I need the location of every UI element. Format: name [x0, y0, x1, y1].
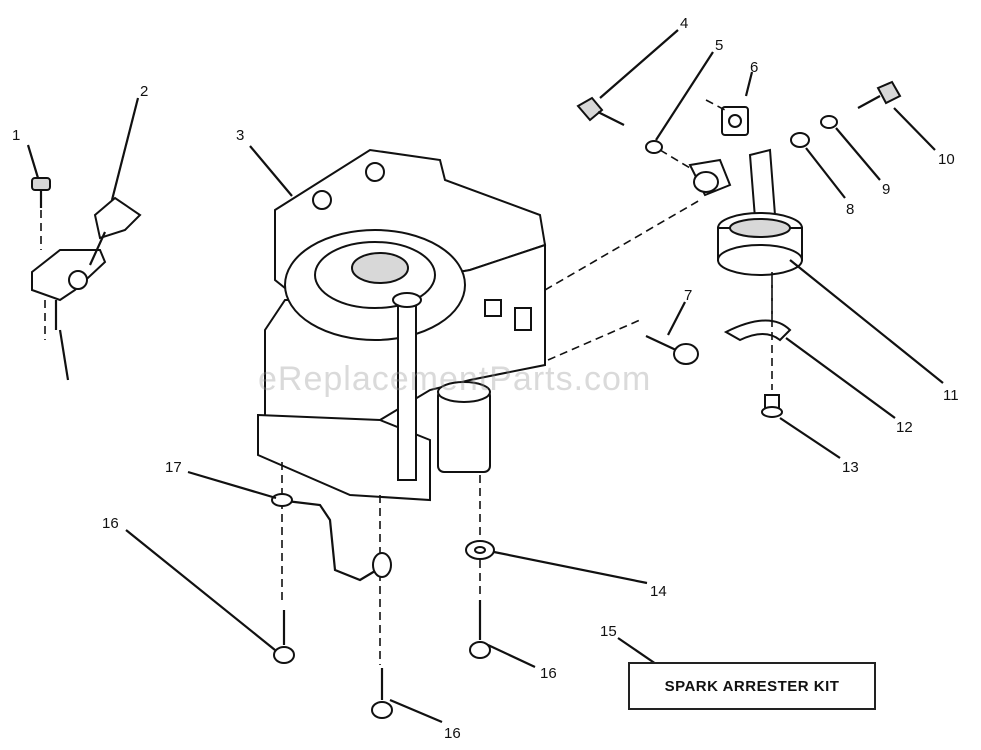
callout-16-bottom: 16: [444, 725, 461, 742]
callout-10: 10: [938, 151, 955, 168]
callout-4: 4: [680, 15, 688, 32]
spark-arrester-kit-box: SPARK ARRESTER KIT: [628, 662, 876, 710]
part-3-engine[interactable]: [257, 148, 547, 502]
part-2-control-bracket[interactable]: [31, 196, 142, 381]
part-16-bolt-right[interactable]: [469, 475, 491, 659]
part-12-clamp[interactable]: [723, 319, 792, 342]
part-8-washer[interactable]: [790, 132, 810, 148]
part-11-muffler[interactable]: [717, 148, 803, 276]
part-16-bolt-left[interactable]: [273, 462, 295, 664]
callout-2: 2: [140, 83, 148, 100]
part-16-bolt-middle[interactable]: [371, 495, 393, 719]
part-9-washer[interactable]: [820, 115, 838, 129]
callout-17: 17: [165, 459, 182, 476]
callout-12: 12: [896, 419, 913, 436]
part-4-bolt[interactable]: [576, 96, 625, 126]
callout-14: 14: [650, 583, 667, 600]
leader-lines: [26, 29, 944, 724]
callout-9: 9: [882, 181, 890, 198]
callout-5: 5: [715, 37, 723, 54]
callout-7: 7: [684, 287, 692, 304]
callout-11: 11: [943, 387, 959, 404]
alignment-line: [547, 319, 641, 361]
spark-arrester-kit-label: SPARK ARRESTER KIT: [664, 677, 840, 695]
watermark-text: eReplacementParts.com: [258, 360, 652, 398]
part-14-washer[interactable]: [465, 540, 495, 560]
callout-16-right: 16: [540, 665, 557, 682]
part-10-bolt[interactable]: [857, 80, 902, 109]
part-5-washer[interactable]: [645, 140, 663, 154]
callout-1: 1: [12, 127, 20, 144]
callout-13: 13: [842, 459, 859, 476]
alignment-line: [544, 199, 701, 291]
callout-8: 8: [846, 201, 854, 218]
part-7-screw[interactable]: [645, 335, 699, 365]
part-6-gasket[interactable]: [705, 99, 749, 136]
callout-16-left: 16: [102, 515, 119, 532]
callout-3: 3: [236, 127, 244, 144]
callout-15: 15: [600, 623, 617, 640]
part-1-bolt[interactable]: [31, 177, 51, 250]
callout-6: 6: [750, 59, 758, 76]
exhaust-elbow[interactable]: [659, 149, 732, 197]
part-17-bracket[interactable]: [277, 498, 381, 582]
